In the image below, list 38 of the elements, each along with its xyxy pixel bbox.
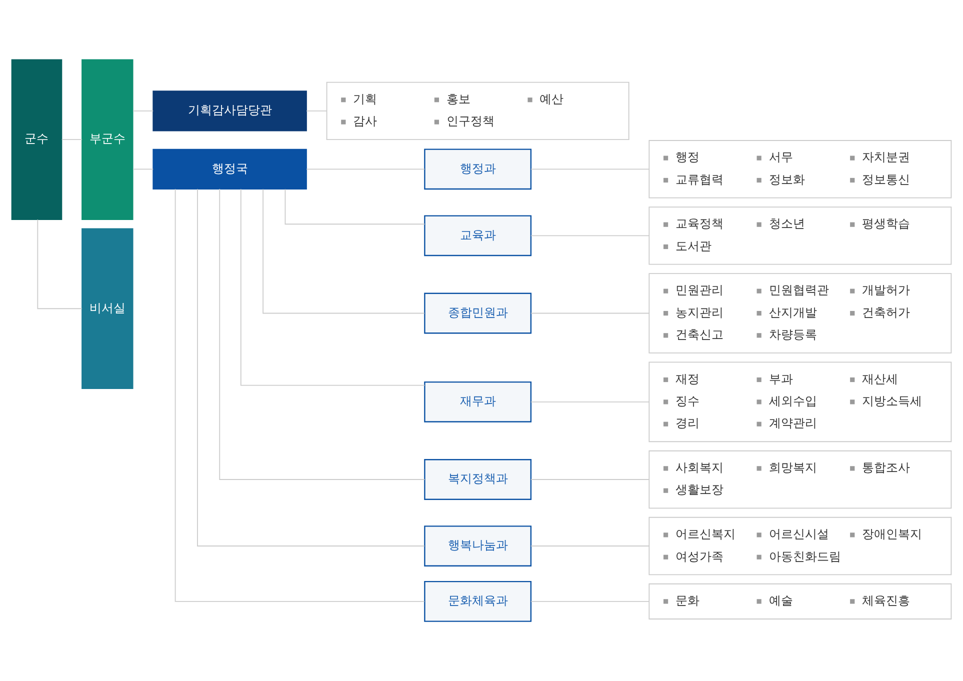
connector bbox=[530, 235, 650, 236]
node-box: 행정과 bbox=[424, 148, 532, 190]
node-box: 재정 부과 재산세 징수 세외수입 지방소득세 경리 계약관리 bbox=[648, 362, 952, 442]
node-box: 재무과 bbox=[424, 381, 532, 422]
connector bbox=[530, 312, 650, 314]
connector bbox=[132, 110, 154, 112]
connector bbox=[530, 168, 650, 170]
connector bbox=[174, 188, 425, 602]
node-box: 기획 홍보 예산 감사 인구정책 bbox=[326, 82, 630, 140]
connector bbox=[262, 188, 425, 314]
connector bbox=[132, 168, 154, 170]
node-box: 행정 서무 자치분권 교류협력 정보화 정보통신 bbox=[648, 140, 952, 198]
node-box: 교육과 bbox=[424, 215, 532, 256]
connector bbox=[219, 188, 426, 480]
node-box: 문화 예술 체육진흥 bbox=[648, 583, 952, 620]
node-box: 기획감사담당관 bbox=[152, 90, 307, 132]
connector bbox=[37, 219, 82, 310]
connector bbox=[284, 188, 426, 225]
node-box: 행복나눔과 bbox=[424, 526, 532, 566]
connector bbox=[61, 139, 82, 140]
node-box: 교육정책 청소년 평생학습 도서관 bbox=[648, 206, 952, 265]
node-box: 군수 bbox=[11, 59, 62, 220]
connector bbox=[530, 479, 650, 480]
connector bbox=[306, 168, 426, 170]
connector bbox=[530, 401, 650, 402]
node-box: 복지정책과 bbox=[424, 459, 532, 500]
node-box: 행정국 bbox=[152, 148, 307, 190]
connector bbox=[530, 600, 650, 602]
node-box: 종합민원과 bbox=[424, 292, 532, 334]
connector bbox=[240, 188, 426, 386]
connector bbox=[306, 110, 328, 112]
node-box: 어르신복지 어르신시설 장애인복지 여성가족 아동친화드림 bbox=[648, 516, 952, 576]
node-box: 사회복지 희망복지 통합조사 생활보장 bbox=[648, 450, 952, 509]
node-box: 문화체육과 bbox=[424, 580, 532, 622]
node-box: 비서실 bbox=[82, 228, 134, 389]
node-box: 부군수 bbox=[82, 59, 134, 220]
node-box: 민원관리 민원협력관 개발허가 농지관리 산지개발 건축허가 건축신고 차량등록 bbox=[648, 273, 952, 354]
connector bbox=[197, 188, 425, 546]
